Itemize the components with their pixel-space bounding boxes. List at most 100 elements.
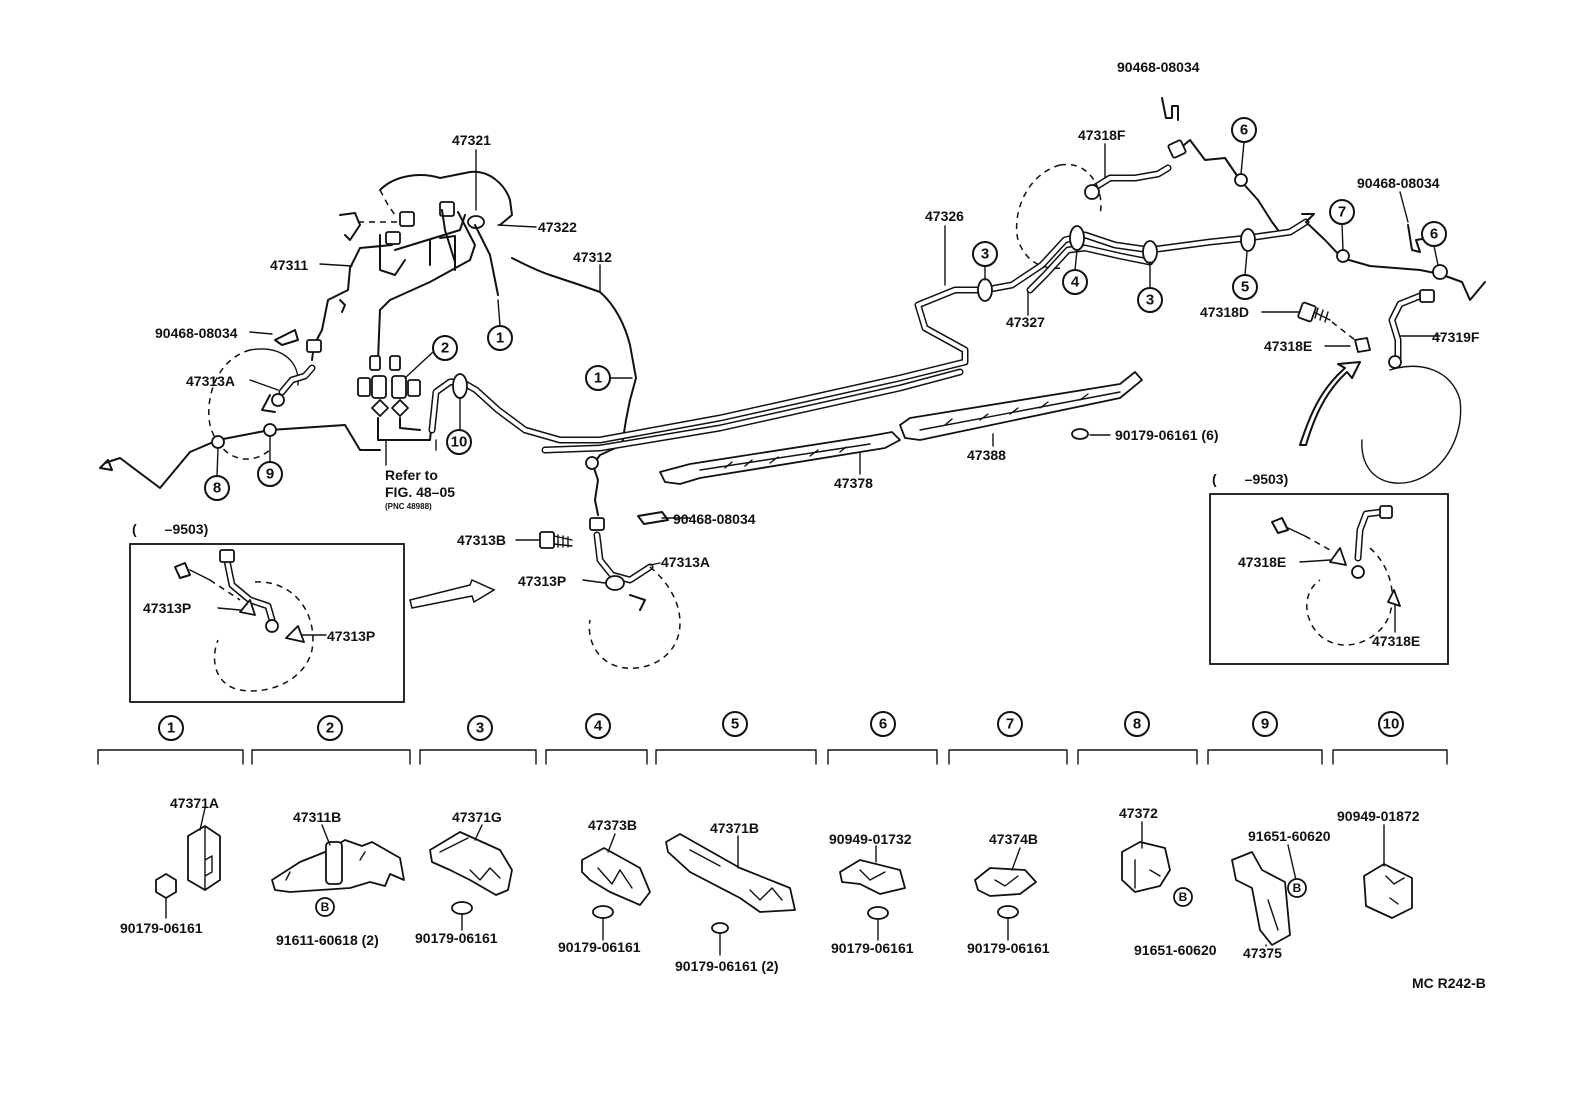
- svg-text:2: 2: [441, 340, 449, 357]
- group-8-part-47372: 47372: [1119, 805, 1158, 821]
- group-header-1: 1: [158, 715, 184, 741]
- part-90949-01872: [1363, 863, 1413, 919]
- label-47313A-mid: 47313A: [661, 554, 710, 570]
- svg-text:6: 6: [1240, 122, 1248, 139]
- label-47318D: 47318D: [1200, 304, 1249, 320]
- label-47311: 47311: [270, 257, 308, 273]
- two-way-union: [357, 355, 437, 451]
- part-47373B: [581, 847, 651, 919]
- inset-left-pre-9503: [129, 543, 496, 703]
- group-9-part-47375: 47375: [1243, 945, 1282, 961]
- union-fitting: [399, 211, 415, 227]
- group-7-part-nut: 90179-06161: [967, 940, 1050, 956]
- union-fitting: [385, 231, 401, 245]
- group-4-part-47373B: 47373B: [588, 817, 637, 833]
- svg-text:4: 4: [594, 718, 603, 735]
- label-47313B: 47313B: [457, 532, 506, 548]
- group-8-part-bolt: 91651-60620: [1134, 942, 1217, 958]
- svg-text:10: 10: [451, 434, 468, 451]
- label-inset-right-range: ( –9503): [1212, 471, 1288, 487]
- tube-47312: [511, 257, 637, 466]
- svg-text:B: B: [1293, 881, 1302, 895]
- bolt-b-marker-8: B: [1173, 887, 1193, 907]
- group-header-10: 10: [1378, 711, 1404, 737]
- svg-text:1: 1: [167, 720, 175, 737]
- part-47374B: [974, 867, 1037, 919]
- union-fitting: [439, 201, 455, 217]
- front-left-wheel-hose: [99, 329, 381, 489]
- label-refer-to: Refer to: [385, 467, 438, 483]
- group-5-part-47371B: 47371B: [710, 820, 759, 836]
- svg-text:10: 10: [1383, 716, 1400, 733]
- label-47321: 47321: [452, 132, 491, 148]
- label-47378: 47378: [834, 475, 873, 491]
- label-inset-left-47313P-2: 47313P: [327, 628, 375, 644]
- callout-6b: 6: [1421, 221, 1447, 266]
- bolt-b-marker-9: B: [1287, 878, 1307, 898]
- brace-47378: [659, 431, 901, 485]
- clamp-8-marker: [211, 435, 225, 449]
- clamp-7-marker: [1336, 249, 1350, 263]
- label-47319F: 47319F: [1432, 329, 1480, 345]
- callout-3: 3: [972, 241, 998, 281]
- part-90949-01732: [839, 859, 906, 920]
- part-47371A: [155, 825, 221, 899]
- group-brackets: [97, 749, 1448, 765]
- svg-text:2: 2: [326, 720, 334, 737]
- label-47313A-left: 47313A: [186, 373, 235, 389]
- svg-text:8: 8: [213, 480, 221, 497]
- svg-text:8: 8: [1133, 716, 1141, 733]
- callout-8: 8: [204, 447, 230, 501]
- rear-left-hose: [539, 456, 681, 670]
- group-9-part-bolt: 91651-60620: [1248, 828, 1331, 844]
- group-header-6: 6: [870, 711, 896, 737]
- group-header-2: 2: [317, 715, 343, 741]
- group-3-part-47371G: 47371G: [452, 809, 502, 825]
- union-fitting: [306, 339, 322, 353]
- group-2-part-bolt: 91611-60618 (2): [276, 932, 379, 948]
- label-refer-pnc: (PNC 48988): [385, 502, 432, 511]
- label-47388: 47388: [967, 447, 1006, 463]
- inset-right-pre-9503: [1209, 493, 1449, 665]
- nut-90179-06161: [1071, 428, 1089, 440]
- master-cylinder-assembly: [339, 170, 513, 276]
- label-47313P-mid: 47313P: [518, 573, 566, 589]
- group-header-5: 5: [722, 711, 748, 737]
- svg-text:6: 6: [1430, 226, 1438, 243]
- label-47312: 47312: [573, 249, 612, 265]
- group-7-part-47374B: 47374B: [989, 831, 1038, 847]
- label-clip-left: 90468-08034: [155, 325, 238, 341]
- callout-5: 5: [1232, 251, 1258, 300]
- brace-47388: [899, 371, 1143, 441]
- clip-90468-08034: [1407, 224, 1429, 253]
- svg-text:6: 6: [879, 716, 887, 733]
- clamp-10-marker: [452, 373, 468, 399]
- svg-text:5: 5: [1241, 279, 1249, 296]
- part-47311B: [271, 839, 405, 893]
- group-1-part-nut: 90179-06161: [120, 920, 203, 936]
- group-1-part-47371A: 47371A: [170, 795, 219, 811]
- group-6-part-nut: 90179-06161: [831, 940, 914, 956]
- bolt-47313B: [539, 531, 573, 549]
- svg-text:4: 4: [1071, 274, 1080, 291]
- callout-1b: 1: [585, 365, 633, 391]
- leader-lines: [165, 143, 1441, 956]
- label-clip-right: 90468-08034: [1357, 175, 1440, 191]
- label-47326: 47326: [925, 208, 964, 224]
- svg-text:7: 7: [1338, 204, 1346, 221]
- label-refer-fig: FIG. 48–05: [385, 484, 455, 500]
- group-header-8: 8: [1124, 711, 1150, 737]
- label-47318E: 47318E: [1264, 338, 1312, 354]
- label-clip-top: 90468-08034: [1117, 59, 1200, 75]
- label-clip-mid: 90468-08034: [673, 511, 756, 527]
- group-header-3: 3: [467, 715, 493, 741]
- group-4-part-nut: 90179-06161: [558, 939, 641, 955]
- bolt-47318D: [1297, 301, 1331, 323]
- group-header-4: 4: [585, 713, 611, 739]
- svg-text:3: 3: [981, 246, 989, 263]
- svg-text:1: 1: [496, 330, 504, 347]
- label-inset-right-47318E-2: 47318E: [1372, 633, 1420, 649]
- label-inset-right-47318E: 47318E: [1238, 554, 1286, 570]
- group-header-7: 7: [997, 711, 1023, 737]
